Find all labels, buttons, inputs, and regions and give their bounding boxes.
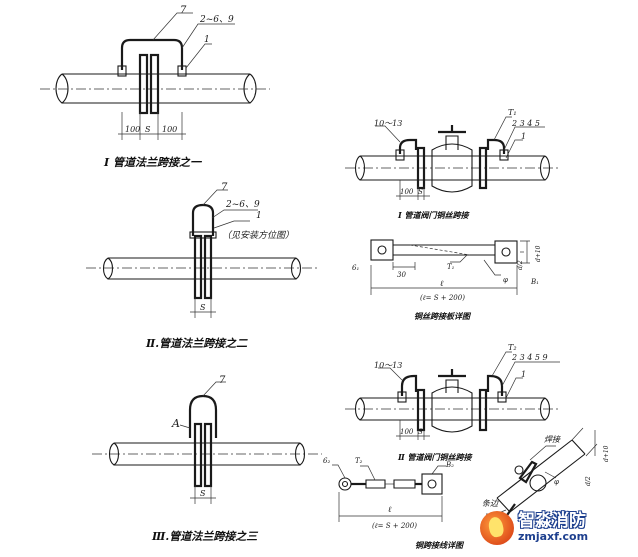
watermark-text: 智淼消防 zmjaxf.com (518, 511, 589, 544)
label-part-1-v1: 1 (521, 132, 526, 141)
label-part-1-v2: 1 (521, 370, 526, 379)
label-formula-2: (ℓ= S + 200) (372, 522, 417, 530)
label-side: 条边 (482, 499, 499, 508)
label-b1-right: B₁ (530, 278, 539, 286)
label-part-1: 1 (204, 35, 210, 45)
label-b1: 6₁ (352, 264, 359, 272)
label-part-1-b: 1 (256, 211, 262, 221)
label-part-t2: T₂ (508, 343, 517, 352)
dim-s-v2: S (418, 428, 423, 436)
label-part-7-c: 7 (219, 375, 226, 386)
dim-100-left: 100 (125, 125, 140, 134)
label-parts-2345: 2 3 4 5 (511, 119, 540, 128)
dim-d2: d/2 (517, 260, 524, 270)
caption-flange-3: Ⅲ.管道法兰跨接之三 (151, 530, 259, 543)
dim-s-b: S (200, 303, 206, 312)
caption-flange-2: Ⅱ.管道法兰跨接之二 (145, 337, 248, 350)
label-t2-detail: T₂ (355, 457, 363, 465)
dim-l-2: ℓ (388, 505, 392, 514)
caption-valve-1: Ⅰ 管道阀门铜丝跨接 (397, 210, 471, 220)
dim-s-c: S (200, 489, 206, 498)
label-phi: φ (503, 276, 508, 284)
flame-logo-icon (480, 511, 514, 545)
label-t1-detail: T₁ (447, 263, 455, 271)
dim-30: 30 (397, 271, 406, 279)
dim-s-v1: S (418, 188, 423, 196)
label-formula-1: (ℓ= S + 200) (420, 294, 465, 302)
label-b2-right: B₂ (445, 461, 454, 469)
dim-d10: d+10 (535, 245, 542, 262)
label-weld: 焊接 (544, 435, 561, 444)
label-a: A (171, 417, 180, 430)
dim-100-right: 100 (162, 125, 177, 134)
label-parts-2-6-9: 2~6、9 (199, 15, 234, 25)
drawing-valve-jumper-2: 10～13 T₂ 2 3 4 5 9 1 100 S Ⅱ 管道阀门铜丝跨接 (345, 343, 560, 462)
dim-100-v2: 100 (400, 428, 414, 436)
label-phi-2: φ (554, 478, 559, 486)
drawing-flange-jumper-1: 7 2~6、9 1 100 S 100 Ⅰ 管道法兰跨接之一 (40, 5, 270, 169)
drawing-flange-jumper-3: 7 A S Ⅲ.管道法兰跨接之三 (92, 375, 322, 543)
watermark-url: zmjaxf.com (518, 530, 589, 544)
label-parts-10-13-b: 10～13 (374, 361, 402, 370)
caption-flange-1: Ⅰ 管道法兰跨接之一 (103, 156, 203, 169)
label-b2: 6₂ (323, 457, 330, 465)
caption-valve-2: Ⅱ 管道阀门铜丝跨接 (397, 452, 474, 462)
watermark: 智淼消防 zmjaxf.com (480, 505, 630, 551)
drawing-flange-jumper-2: 7 2~6、9 1 （见安装方位图） S Ⅱ.管道法兰跨接之二 (86, 182, 318, 350)
label-part-t1: T₁ (508, 108, 517, 117)
label-parts-2-6-9-b: 2~6、9 (225, 200, 260, 210)
label-parts-10-13: 10～13 (374, 119, 402, 128)
label-part-7-b: 7 (221, 182, 228, 193)
watermark-name: 智淼消防 (518, 511, 586, 532)
caption-detail-2: 铜跨接线详图 (415, 540, 465, 550)
dim-d10-2: d+10 (603, 445, 610, 462)
dim-s: S (145, 125, 151, 134)
dim-d2-2: d/2 (585, 476, 592, 486)
label-part-7: 7 (180, 5, 187, 16)
label-parts-23459: 2 3 4 5 9 (511, 353, 548, 362)
caption-detail-1: 铜丝跨接板详图 (414, 311, 472, 321)
drawing-valve-jumper-1: 10～13 T₁ 2 3 4 5 1 100 S Ⅰ 管道阀门铜丝跨接 (345, 108, 560, 220)
drawing-jumper-plate-detail: 6₁ T₁ 30 ℓ (ℓ= S + 200) φ B₁ d/2 d+10 铜丝… (352, 239, 542, 321)
dim-l: ℓ (440, 279, 444, 288)
dim-100-v1: 100 (400, 188, 414, 196)
label-see-install: （见安装方位图） (222, 230, 294, 241)
